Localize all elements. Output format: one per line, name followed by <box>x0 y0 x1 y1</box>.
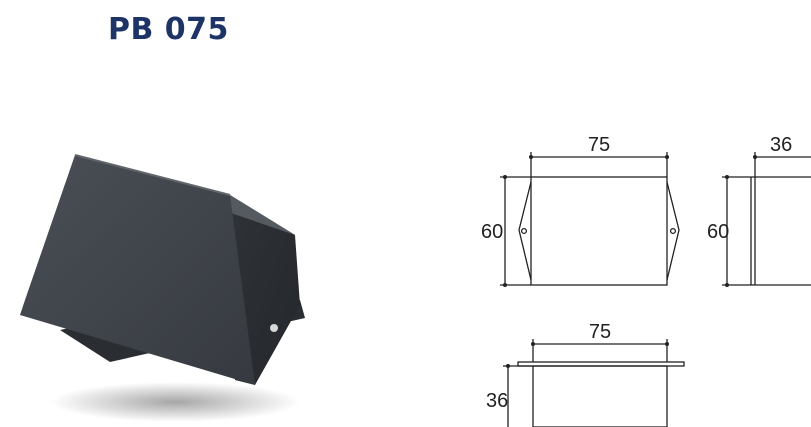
front-view-drawing <box>500 152 680 286</box>
top-width-label: 75 <box>589 321 611 343</box>
product-title: PB 075 <box>108 12 229 47</box>
enclosure-front-face <box>20 155 255 385</box>
photo-shadow <box>50 382 300 422</box>
side-depth-label: 36 <box>770 134 792 156</box>
top-view-drawing <box>503 339 685 427</box>
top-height-label: 36 <box>486 390 508 412</box>
enclosure-photo <box>20 154 305 422</box>
front-height-label: 60 <box>481 221 503 243</box>
side-view-drawing <box>722 152 811 286</box>
side-height-label: 60 <box>707 221 729 243</box>
screw-hole <box>270 324 278 332</box>
front-width-label: 75 <box>588 134 610 156</box>
